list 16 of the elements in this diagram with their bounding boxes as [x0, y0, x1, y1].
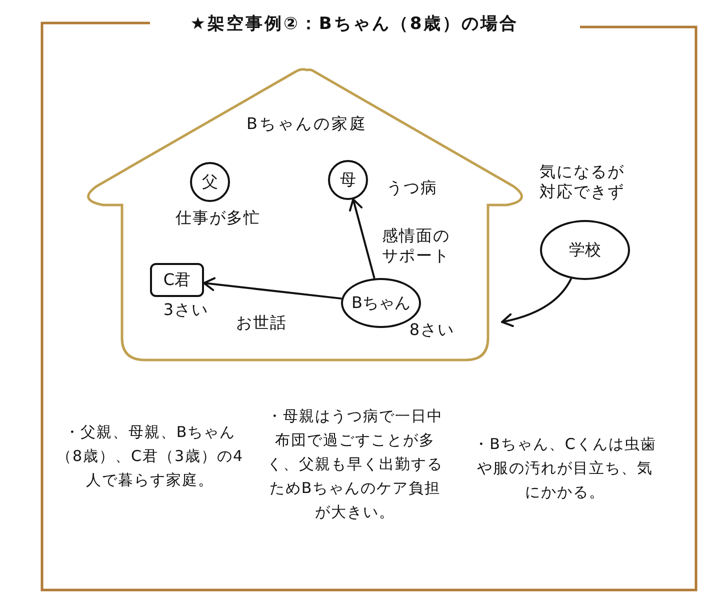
- title: ★架空事例②：Bちゃん（8歳）の場合: [189, 14, 520, 34]
- arrow: [501, 278, 572, 327]
- arrow: [348, 198, 376, 279]
- house-heading: Bちゃんの家庭: [246, 114, 368, 134]
- node-note: 仕事が多忙: [174, 208, 262, 228]
- circle-node: 母: [328, 160, 368, 200]
- node-note: うつ病: [386, 178, 438, 198]
- node-note: 気になるが対応できず: [538, 162, 626, 202]
- note-paragraph: ・Bちゃん、Cくんは虫歯や服の汚れが目立ち、気にかかる。: [472, 434, 658, 503]
- arrow: [203, 277, 342, 300]
- ellipse-node: 学校: [540, 220, 630, 280]
- node-note: 3さい: [162, 300, 210, 320]
- circle-node: 父: [190, 162, 230, 202]
- person-box: C君: [150, 263, 204, 297]
- note-paragraph: ・父親、母親、Bちゃん（8歳）、C君（3歳）の4人で暮らす家庭。: [55, 422, 245, 491]
- note-paragraph: ・母親はうつ病で一日中布団で過ごすことが多く、父親も早く出勤するためBちゃんのケア負担が大きい。: [266, 406, 444, 523]
